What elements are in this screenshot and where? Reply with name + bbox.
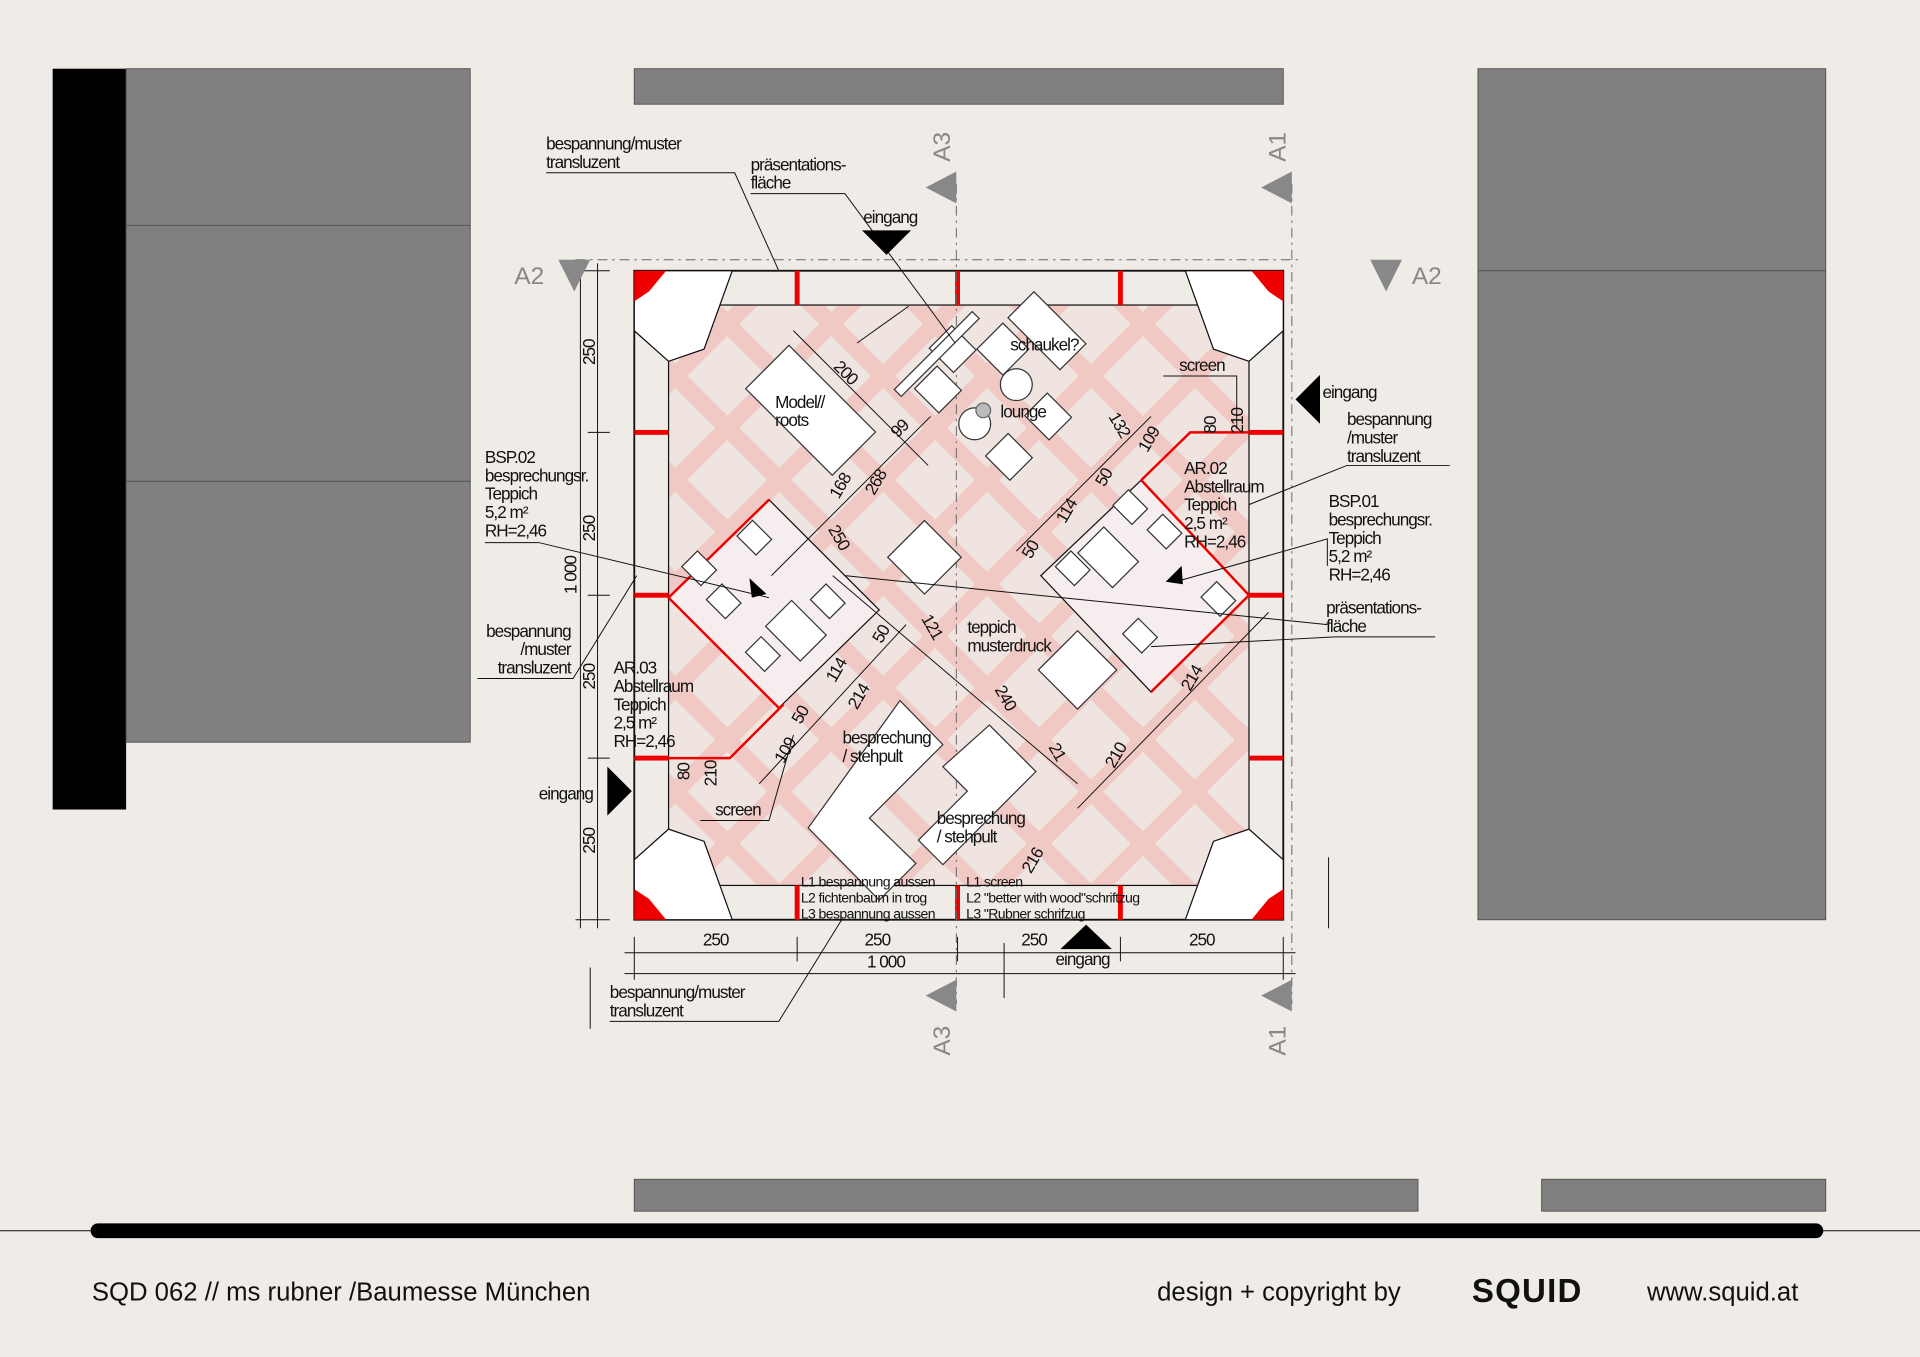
pointer-triangle: [749, 578, 767, 598]
section-arrow-icon: [1261, 979, 1292, 1012]
footer-project: SQD 062 // ms rubner /Baumesse München: [92, 1279, 591, 1307]
entrance-right-label: eingang: [1322, 382, 1377, 402]
dim-left: 250: [579, 515, 599, 541]
section-a2-right: A2: [1412, 263, 1442, 290]
section-a1-bottom: A1: [1265, 1026, 1292, 1056]
section-a2-left: A2: [514, 263, 544, 290]
section-a1-top: A1: [1265, 132, 1292, 162]
entrance-left-label: eingang: [539, 784, 594, 804]
stehpult-1: [807, 699, 944, 902]
dim-left: 250: [579, 663, 599, 689]
entrance-arrow-icon: [1060, 924, 1112, 950]
dim-bottom-total: 1 000: [867, 951, 905, 971]
dim-bottom: 250: [703, 929, 729, 949]
section-arrow-icon: [1370, 259, 1403, 292]
wall-joints: [634, 270, 1284, 920]
section-arrow-icon: [925, 171, 957, 204]
stehpult-2: [917, 724, 1037, 866]
dim-diag: 80: [673, 763, 693, 781]
neighbor-block: [633, 1178, 1419, 1212]
label-model: Model//roots: [775, 392, 826, 430]
footer-url[interactable]: www.squid.at: [1646, 1279, 1798, 1307]
dim-diag: 80: [1200, 416, 1220, 434]
dim-left: 250: [579, 339, 599, 365]
section-a3-top: A3: [929, 132, 956, 162]
neighbor-block: [125, 68, 471, 226]
entrance-arrow-icon: [607, 766, 632, 816]
neighbor-block: [633, 68, 1284, 105]
footer-credit: design + copyright by: [1157, 1279, 1401, 1307]
label-stehpult-2: besprechung/ stehpult: [937, 808, 1026, 846]
dimension-lines: [575, 263, 1296, 980]
neighbor-block: [1477, 68, 1827, 272]
label-screen-left: screen: [715, 800, 761, 820]
leader-lines: [477, 172, 1450, 1029]
dim-bottom: 250: [864, 929, 890, 949]
entrance-top-label: eingang: [863, 207, 918, 227]
label-praesentation-top: präsentations-fläche: [751, 154, 846, 192]
label-schaukel: schaukel?: [1010, 334, 1079, 354]
section-a3-bottom: A3: [929, 1026, 956, 1056]
label-stehpult-1: besprechung/ stehpult: [842, 727, 931, 765]
neighbor-block: [125, 224, 471, 482]
entrance-arrow-icon: [1295, 374, 1320, 424]
dim-left: 250: [579, 828, 599, 854]
dim-diag: 210: [700, 760, 720, 786]
entrance-arrow-icon: [862, 230, 912, 255]
squid-logo: SQUID: [1472, 1273, 1583, 1310]
section-arrow-icon: [558, 259, 591, 292]
model-table: [744, 344, 877, 477]
dim-diag: 210: [1227, 408, 1247, 434]
entrance-bottom-label: eingang: [1056, 949, 1111, 969]
label-screen-right: screen: [1179, 355, 1225, 375]
black-column: [52, 68, 127, 810]
pointer-triangle: [1165, 565, 1183, 585]
neighbor-block: [1477, 270, 1827, 921]
label-lounge: lounge: [1000, 402, 1046, 422]
label-praesentation-right: präsentations-fläche: [1326, 598, 1421, 636]
neighbor-block: [125, 480, 471, 743]
dim-bottom: 250: [1021, 929, 1047, 949]
section-markers: A3 A1 A3 A1 A2 A2: [514, 132, 1441, 1056]
booth-plan: [575, 183, 1298, 1005]
dim-bottom: 250: [1189, 929, 1215, 949]
entrances: eingang eingang eingang eingang: [539, 207, 1378, 969]
furniture: [681, 290, 1237, 902]
section-arrow-icon: [925, 979, 957, 1012]
dim-left-total: 1 000: [561, 556, 581, 594]
neighbor-block: [1541, 1178, 1827, 1212]
section-arrow-icon: [1261, 171, 1292, 204]
